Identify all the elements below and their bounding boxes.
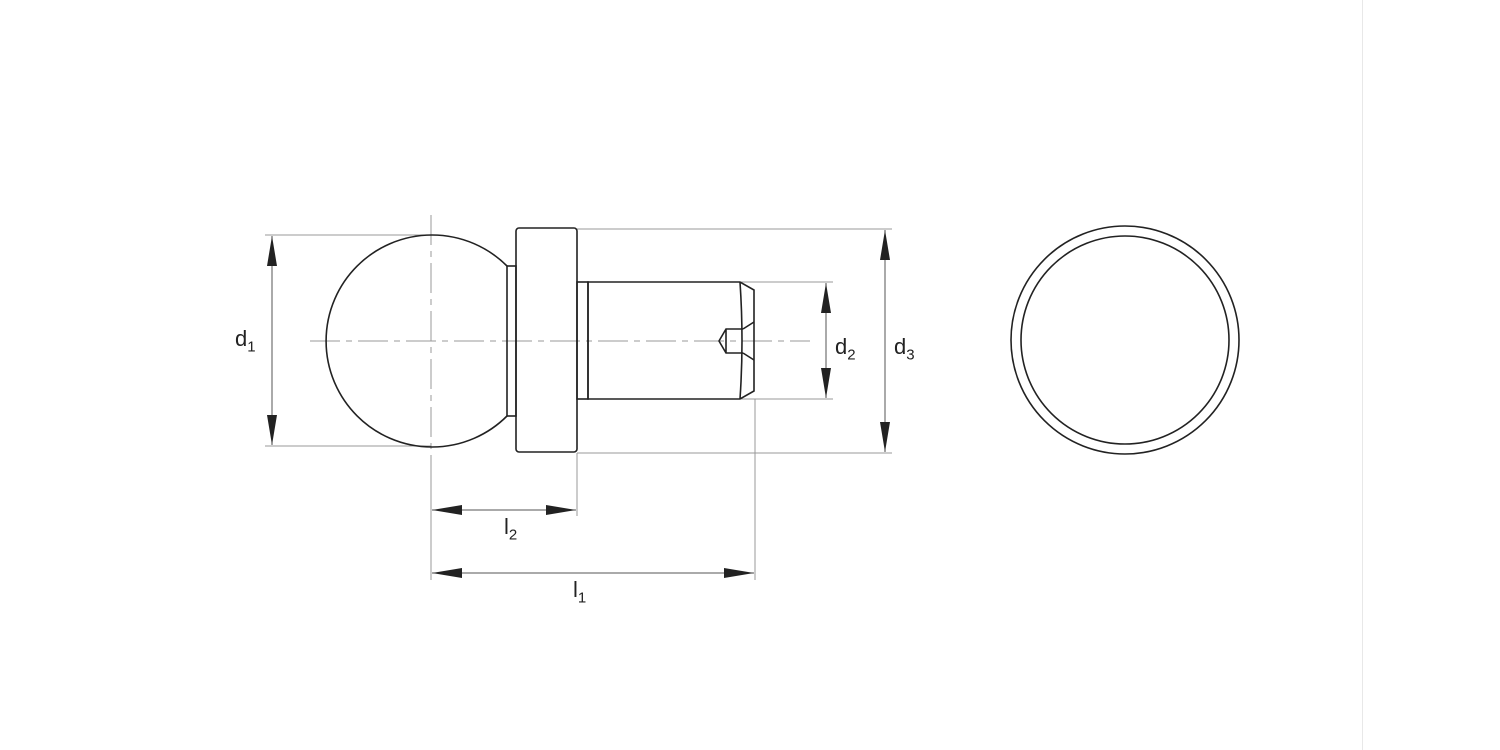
label-d3-subscript: 3 — [906, 346, 915, 364]
label-d2: d2 — [835, 334, 856, 363]
chamfer-edge — [739, 281, 743, 400]
label-d3: d3 — [894, 334, 915, 363]
centerlines — [310, 215, 810, 470]
end-view-inner-circle — [1020, 235, 1230, 445]
label-l2-letter: l — [504, 514, 509, 539]
center-hole — [718, 328, 743, 354]
collar — [515, 227, 578, 453]
label-d1-subscript: 1 — [247, 338, 256, 356]
label-d3-letter: d — [894, 334, 907, 359]
label-l2: l2 — [504, 514, 517, 543]
part-outline — [325, 227, 755, 453]
label-l1-letter: l — [573, 577, 578, 602]
label-d1: d1 — [235, 326, 256, 355]
label-d2-letter: d — [835, 334, 848, 359]
dimension-lines — [267, 230, 890, 578]
center-hole-countersink — [742, 321, 755, 361]
extension-lines — [265, 228, 892, 580]
panel-divider — [1362, 0, 1363, 750]
label-l2-subscript: 2 — [508, 526, 518, 544]
end-view-outer-circle — [1010, 225, 1240, 455]
label-d1-letter: d — [235, 326, 248, 351]
label-d2-subscript: 2 — [847, 346, 856, 364]
label-l1-subscript: 1 — [577, 589, 587, 607]
end-view — [1010, 225, 1240, 455]
ball — [325, 234, 508, 448]
label-l1: l1 — [573, 577, 586, 606]
